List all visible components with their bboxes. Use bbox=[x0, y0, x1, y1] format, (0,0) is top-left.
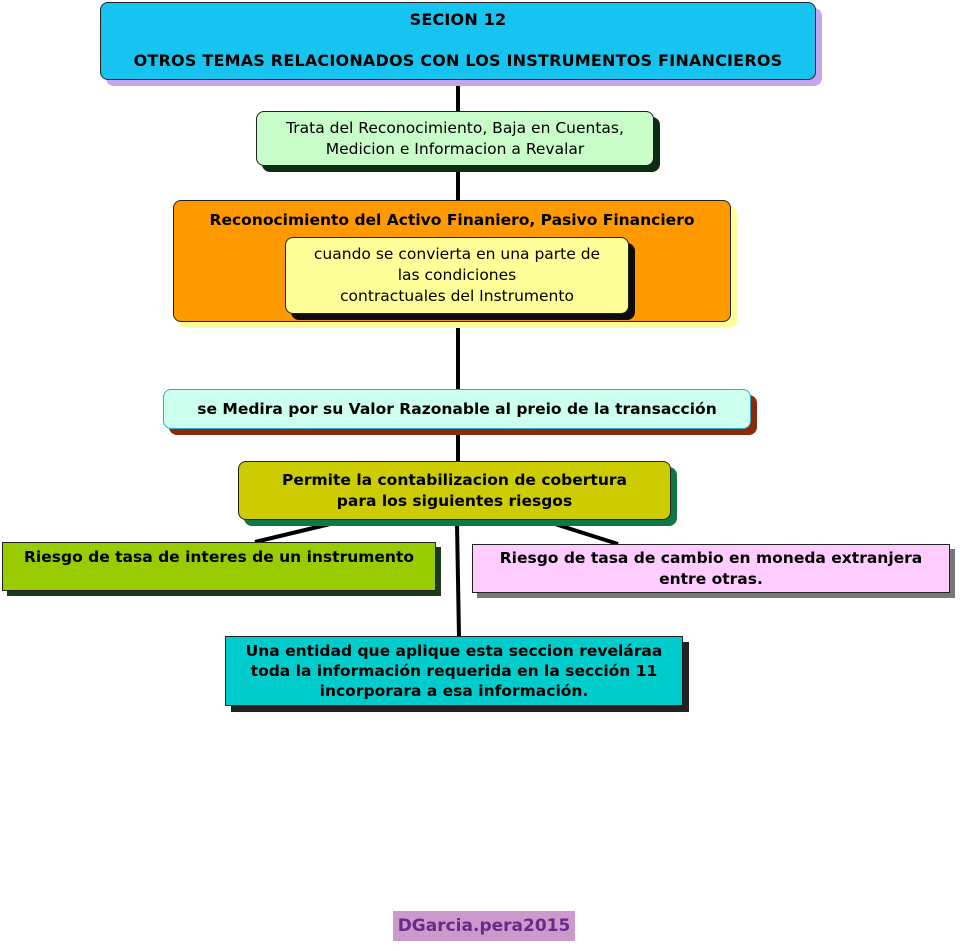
connector-permite-entidad bbox=[455, 523, 461, 637]
node-entidad: Una entidad que aplique esta seccion rev… bbox=[225, 636, 683, 706]
node-medira: se Medira por su Valor Razonable al prei… bbox=[163, 389, 751, 429]
node-cuando: cuando se convierta en una parte de las … bbox=[285, 237, 629, 314]
reconocimiento-label: Reconocimiento del Activo Finaniero, Pas… bbox=[209, 211, 695, 229]
connector-permite-riesgo1 bbox=[254, 522, 331, 544]
node-riesgo-cambio: Riesgo de tasa de cambio en moneda extra… bbox=[472, 544, 950, 593]
connector-permite-riesgo2 bbox=[554, 522, 619, 546]
node-trata: Trata del Reconocimiento, Baja en Cuenta… bbox=[256, 111, 654, 166]
section-heading: OTROS TEMAS RELACIONADOS CON LOS INSTRUM… bbox=[133, 51, 783, 71]
section-title-box: SECION 12 OTROS TEMAS RELACIONADOS CON L… bbox=[100, 2, 816, 80]
author-credit: DGarcia.pera2015 bbox=[393, 911, 575, 941]
section-number: SECION 12 bbox=[409, 9, 507, 29]
node-permite: Permite la contabilizacion de cobertura … bbox=[238, 461, 671, 520]
node-riesgo-interes: Riesgo de tasa de interes de un instrume… bbox=[2, 542, 436, 591]
